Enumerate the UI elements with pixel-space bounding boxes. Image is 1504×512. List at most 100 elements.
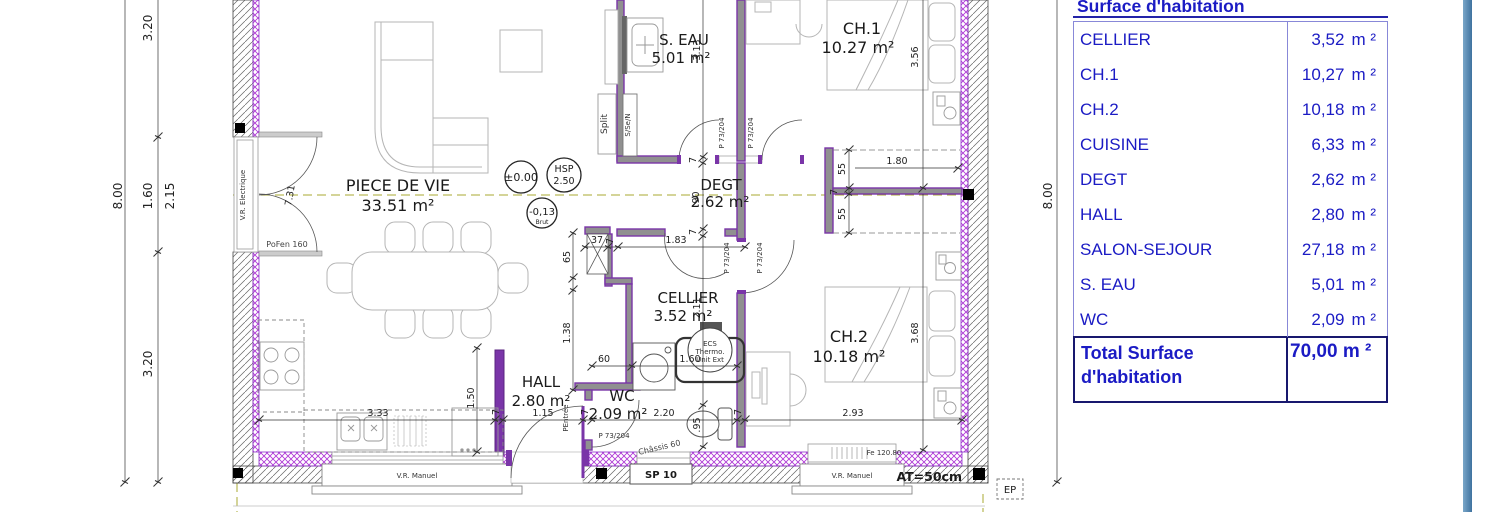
dim-115: 1.15 xyxy=(532,408,553,419)
dim-320-top: 3.20 xyxy=(141,15,155,42)
column-marker xyxy=(973,468,985,480)
sp10-label: SP 10 xyxy=(645,470,677,481)
pofen-label: PoFen 160 xyxy=(266,240,307,249)
dim-90: .90 xyxy=(691,191,702,206)
level-neg: -0,13 xyxy=(529,207,555,218)
interior-doors xyxy=(591,119,804,448)
water-heater-unit xyxy=(674,322,746,384)
door-label: P 73/204 xyxy=(598,432,630,440)
hall-pillar xyxy=(494,349,505,456)
room-wc: WC xyxy=(609,387,634,405)
dim-160b: 1.60 xyxy=(679,354,700,365)
room-hall: HALL xyxy=(522,373,561,391)
vr-electrique-label: V.R. Electrique xyxy=(239,170,247,220)
entry-door xyxy=(506,405,589,484)
room-piece-de-vie: PIECE DE VIE xyxy=(346,176,450,195)
linen-closet xyxy=(586,233,609,275)
surface-table-title: Surface d'habitation xyxy=(1073,0,1388,18)
ecs-line2: Thermo. xyxy=(695,348,725,356)
vr-manuel-label: V.R. Manuel xyxy=(397,472,438,480)
table-total-label: Total Surface d'habitation xyxy=(1081,343,1194,387)
column-marker xyxy=(233,468,243,478)
door-label: P 73/204 xyxy=(756,242,764,274)
dim-313: 3.13 xyxy=(692,39,703,60)
area-ch1: 10.27 m² xyxy=(822,38,895,57)
dim-731: 7.31 xyxy=(283,184,298,207)
kitchen xyxy=(257,319,504,457)
area-wc: 2.09 m² xyxy=(589,405,648,423)
ep-box xyxy=(996,478,1024,500)
table-total-row: Total Surface d'habitation 70,00 m ² xyxy=(1073,336,1388,403)
dim-180: 1.80 xyxy=(886,156,907,167)
entry-door-label: PEntrée xyxy=(562,404,570,431)
dim-211: 2.11 xyxy=(692,297,703,318)
dim-7: 7 xyxy=(605,238,616,244)
room-cellier: CELLIER xyxy=(658,289,719,307)
ch1-nightstand xyxy=(932,91,961,126)
dim-183: 1.83 xyxy=(665,235,686,246)
closet-lines xyxy=(833,149,960,234)
area-s-eau: 5.01 m² xyxy=(652,49,711,67)
dim-333: 3.33 xyxy=(367,408,388,419)
dim-215: 2.15 xyxy=(163,183,177,210)
level-zero: ±0.00 xyxy=(504,171,538,184)
hsp-label: HSP xyxy=(555,164,574,175)
laundry-column xyxy=(622,93,638,157)
area-cellier: 3.52 m² xyxy=(654,307,713,325)
room-ch2: CH.2 xyxy=(830,327,868,346)
dim-356: 3.56 xyxy=(910,46,921,67)
pofen-window xyxy=(233,131,323,257)
ep-label: EP xyxy=(1004,485,1016,496)
wall-radiator xyxy=(604,9,619,85)
column-marker xyxy=(963,189,974,200)
dim-138: 1.38 xyxy=(562,322,573,343)
area-hall: 2.80 m² xyxy=(512,392,571,410)
floor-plan: V.R. Electrique PoFen 160 7.31 xyxy=(111,0,1062,512)
split-unit xyxy=(597,93,617,155)
dim-293: 2.93 xyxy=(842,408,863,419)
dim-7: 7 xyxy=(688,229,699,235)
column-marker xyxy=(596,468,607,479)
at-label: AT=50cm xyxy=(896,469,962,484)
door-label: P 73/204 xyxy=(718,117,726,149)
kitchen-window xyxy=(311,451,523,495)
ecs-line3: Unit Ext xyxy=(696,356,724,364)
window-edge-bar xyxy=(1463,0,1472,512)
sofa xyxy=(374,21,489,174)
dim-65: 65 xyxy=(562,251,573,263)
dim-7: 7 xyxy=(829,189,840,195)
area-piece-de-vie: 33.51 m² xyxy=(362,196,435,215)
column-marker xyxy=(235,123,245,133)
room-s-eau: S. EAU xyxy=(659,31,709,49)
dim-95: .95 xyxy=(692,417,703,432)
dimension-lines xyxy=(120,0,1062,487)
level-neg-sub: Brut xyxy=(536,219,549,226)
washing-machine xyxy=(632,342,676,391)
room-ch1: CH.1 xyxy=(843,19,881,38)
side-table xyxy=(499,29,543,73)
dim-55: 55 xyxy=(837,163,848,175)
door-label: P 73/204 xyxy=(723,242,731,274)
dim-800-right: 8.00 xyxy=(1041,183,1055,210)
dim-60: 60 xyxy=(598,354,610,365)
door-label: P 73/204 xyxy=(747,117,755,149)
wc-window xyxy=(629,451,693,485)
ch2-desk xyxy=(745,351,807,427)
level-markers xyxy=(504,157,582,229)
ch2-window xyxy=(791,443,913,495)
dim-7: 7 xyxy=(491,409,502,415)
dim-368: 3.68 xyxy=(910,322,921,343)
dim-55: 55 xyxy=(837,208,848,220)
hsp-value: 2.50 xyxy=(553,176,574,187)
ecs-line1: ECS xyxy=(703,340,717,348)
